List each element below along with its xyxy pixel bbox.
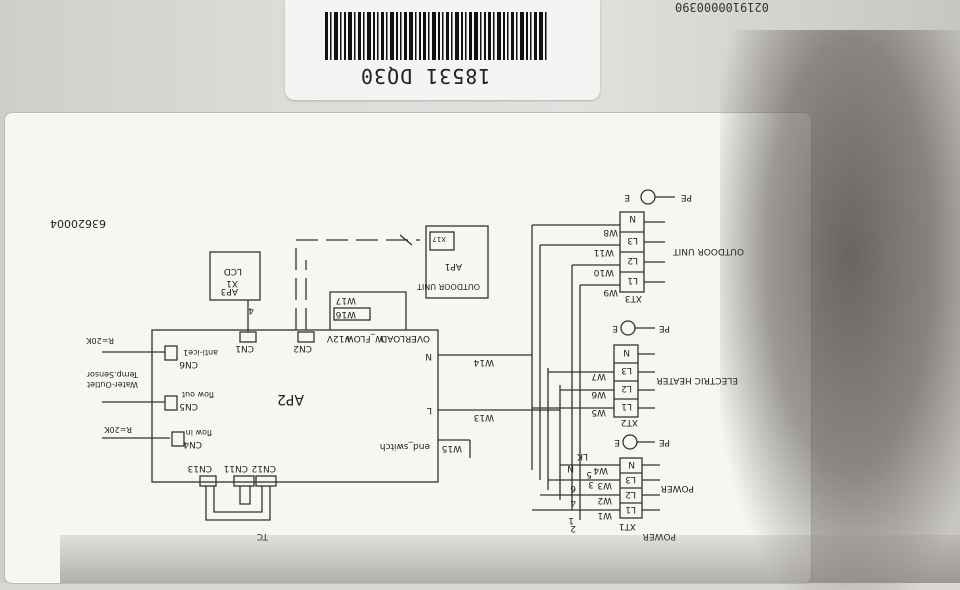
w2-label: W2	[597, 495, 612, 505]
num5-label: 5	[586, 469, 592, 479]
water-outlet-label: Water-Outlet	[87, 380, 138, 389]
cn4-label: CN4	[183, 439, 202, 449]
ap1-board	[425, 225, 489, 299]
cn12-label: CN12	[252, 463, 276, 473]
lcd-cable-count: 4	[248, 305, 254, 315]
ap3-label: AP3	[221, 286, 238, 296]
w1-label: W1	[597, 510, 612, 520]
w8-label: W8	[603, 227, 618, 237]
power-label: POWER	[661, 483, 694, 493]
xt2-n-label: N	[623, 347, 630, 357]
lcd-x1-label: X1	[226, 278, 238, 288]
wiring-diagram-sheet	[4, 112, 812, 584]
w11-label: W11	[594, 247, 614, 257]
end-switch-label: end_switch	[380, 441, 430, 451]
pe2-label: PE	[659, 323, 670, 333]
w14-label: W14	[473, 357, 494, 367]
ap1-label: AP1	[445, 261, 462, 271]
w4-label: W4	[593, 465, 608, 475]
x17-label: X17	[432, 235, 446, 243]
w10-label: W10	[593, 267, 614, 277]
w3-label: W3	[597, 480, 612, 490]
w16-label: W16	[335, 309, 356, 319]
plus12-label: +12V	[326, 333, 352, 343]
xt2-label: XT2	[621, 417, 638, 427]
cn5-label: CN5	[179, 401, 198, 411]
xt3-l2-label: L2	[627, 255, 638, 265]
doc-number: 63620004	[50, 217, 106, 230]
ap2-board	[151, 329, 439, 483]
ap1-caption: OUTDOOR UNIT	[417, 282, 480, 291]
outdoor-unit-label: OUTDOOR UNIT	[673, 246, 744, 256]
e3-label: E	[614, 437, 620, 447]
xt2-l3-label: L3	[621, 365, 632, 375]
num2-label: 2	[570, 523, 576, 533]
pe3-label: PE	[659, 437, 670, 447]
ap2-label: AP2	[277, 391, 304, 407]
num3-label: 3	[588, 479, 594, 489]
pe1-label: PE	[681, 192, 692, 202]
r20k-bottom-label: R=20K	[104, 425, 132, 434]
xt3-l1-label: L1	[627, 275, 638, 285]
flow-in-label: flow in	[186, 428, 212, 437]
w13-label: W13	[474, 412, 494, 422]
num1-label: 1	[568, 515, 574, 525]
xt3-l3-label: L3	[627, 235, 638, 245]
cn1-label: CN1	[235, 343, 254, 353]
w5-label: W5	[591, 407, 606, 417]
barcode-graphic	[325, 12, 547, 60]
num4-label: 4	[570, 497, 576, 507]
xt1-l3-label: L3	[625, 474, 636, 484]
board-l-label: L	[427, 405, 432, 415]
xt1-label: XT1	[619, 521, 636, 531]
cn11-label: CN11	[224, 463, 248, 473]
n-lk-label: N	[567, 463, 574, 473]
flow-out-label: flow out	[182, 390, 214, 399]
ap3-board	[209, 251, 261, 301]
w9-label: W9	[603, 287, 618, 297]
cn2-label: CN2	[293, 343, 312, 353]
xt2-l2-label: L2	[621, 383, 632, 393]
xt3-label: XT3	[625, 293, 642, 303]
xt2-l1-label: L1	[621, 401, 632, 411]
lk-label: LK	[576, 451, 588, 461]
temp-sensor-label: Temp.Sensor	[86, 370, 139, 379]
hand-shadow	[720, 30, 960, 590]
w6-label: W6	[591, 389, 606, 399]
w17-label: W17	[336, 295, 356, 305]
cn6-label: CN6	[179, 359, 198, 369]
cn3-label: CN13	[188, 463, 212, 473]
xt1-n-label: N	[628, 459, 635, 469]
xt1-l2-label: L2	[625, 489, 636, 499]
num6-label: 6	[570, 483, 576, 493]
e2-label: E	[612, 323, 618, 333]
electric-heater-label: ELECTRIC HEATER	[656, 375, 738, 385]
overload-label: OVERLOAD	[380, 333, 430, 343]
lcd-label: LCD	[224, 266, 242, 276]
w7-label: W7	[591, 371, 606, 381]
board-n-label: N	[425, 351, 432, 361]
w15-label: W15	[442, 443, 462, 453]
bottom-shadow	[60, 535, 960, 583]
xt1-l1-label: L1	[625, 504, 636, 514]
w-flow-label: W_FLOW	[345, 333, 384, 343]
e1-label: E	[624, 192, 630, 202]
r20k-top-label: R=20K	[86, 336, 114, 345]
xt3-n-label: N	[629, 213, 636, 223]
barcode-sticker: 0219100000390	[285, 0, 769, 100]
anti-ice-label: anti-ice1	[183, 348, 218, 357]
